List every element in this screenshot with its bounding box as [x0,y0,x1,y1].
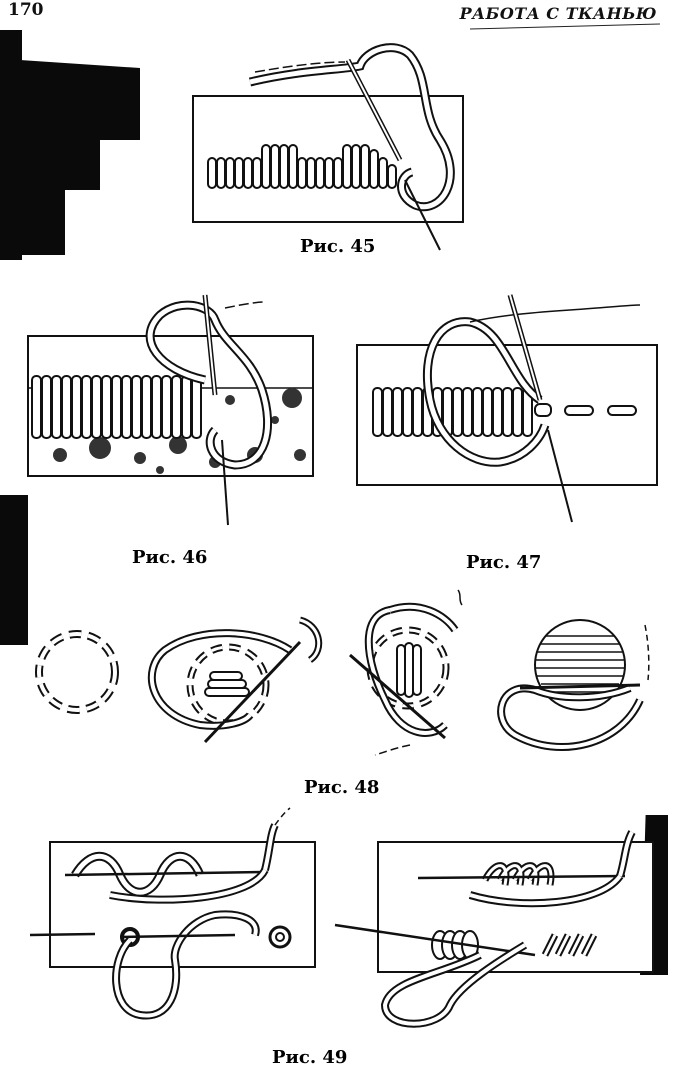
page-number: 170 [8,0,44,20]
scan-shadow-step2 [20,135,100,190]
figure-47-caption: Рис. 47 [466,552,541,573]
figure-48-caption: Рис. 48 [304,777,379,798]
running-title: РАБОТА С ТКАНЬЮ [459,4,657,23]
figure-45-caption: Рис. 45 [300,236,375,257]
scan-shadow-mid [0,495,28,645]
figure-49-illustration [29,807,654,1028]
figure-46-caption: Рис. 46 [132,547,207,568]
figure-45-illustration [192,43,464,251]
figure-49-caption: Рис. 49 [272,1047,347,1068]
scan-shadow-top [0,30,22,260]
scan-shadow-step1 [20,60,140,140]
scan-shadow-step3 [20,185,65,255]
figure-47-illustration [356,294,658,523]
figure-46-illustration [27,294,314,526]
figure-48-illustration [35,589,650,756]
